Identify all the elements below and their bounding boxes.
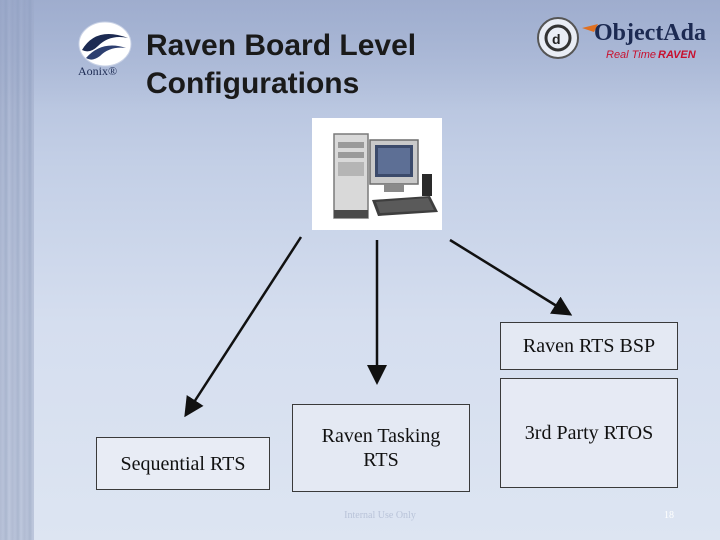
- sequential-rts-box: Sequential RTS: [96, 437, 270, 490]
- third-party-rtos-label: 3rd Party RTOS: [524, 422, 654, 444]
- computer-icon: [312, 118, 442, 230]
- objectada-logo-tagline-1: Real Time: [606, 49, 656, 61]
- objectada-logo-icon: d ObjectAda Real Time RAVEN: [537, 17, 706, 61]
- objectada-logo-tagline-2: RAVEN: [658, 49, 697, 61]
- raven-rts-bsp-box: Raven RTS BSP: [500, 322, 678, 370]
- arrow-to-sequential-rts: [184, 236, 303, 418]
- raven-rts-bsp-label: Raven RTS BSP: [522, 335, 656, 357]
- arrow-to-rts-bsp: [449, 238, 573, 316]
- footer-note: Internal Use Only: [344, 510, 416, 521]
- aonix-logo-text: Aonix®: [78, 64, 118, 78]
- page-number: 18: [664, 510, 674, 521]
- raven-tasking-rts-label: Raven Tasking RTS: [321, 425, 441, 471]
- third-party-rtos-box: 3rd Party RTOS: [500, 378, 678, 488]
- objectada-logo-name: ObjectAda: [594, 20, 706, 46]
- svg-text:d: d: [552, 31, 561, 47]
- title-line-1: Raven Board Level: [146, 29, 417, 62]
- aonix-logo-icon: [78, 21, 132, 67]
- sequential-rts-label: Sequential RTS: [120, 452, 246, 475]
- page-title: Raven Board Level Configurations: [146, 27, 416, 103]
- raven-tasking-rts-box: Raven Tasking RTS: [292, 404, 470, 492]
- title-line-2: Configurations: [146, 67, 360, 100]
